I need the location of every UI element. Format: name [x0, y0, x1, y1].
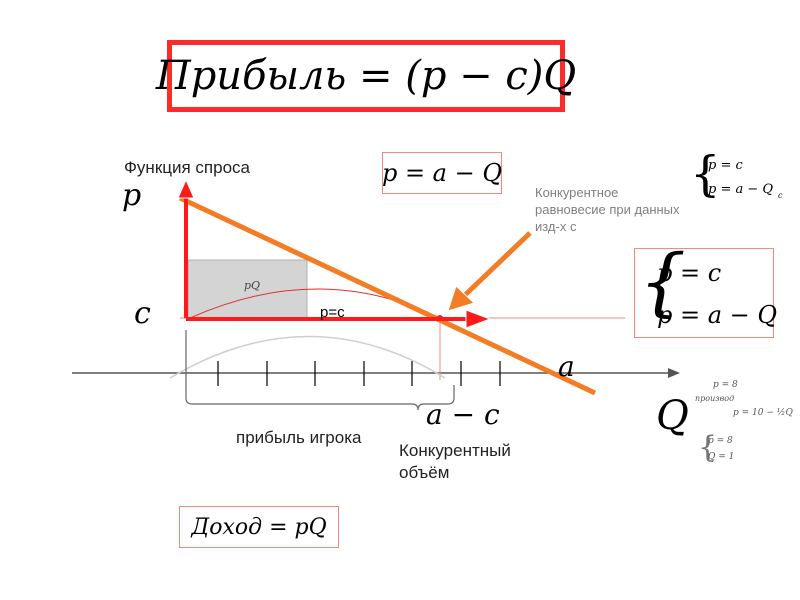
tiny-top-line2: p = 10 − ½Q: [733, 408, 793, 418]
demand-function-label: Функция спроса: [124, 158, 250, 177]
q-axis-arrowhead: [668, 368, 680, 378]
p-axis-arrowhead: [177, 178, 195, 199]
profit-bracket: [185, 330, 455, 411]
competitive-equilibrium-label: Конкурентное равновесие при данных изд-х…: [535, 185, 680, 234]
tiny-top-line1: p = 8: [713, 380, 738, 390]
tiny-bottom-line2: Q = 1: [708, 452, 735, 462]
profit-formula: Прибыль = (p − c)Q: [155, 53, 577, 99]
p-axis-label: p: [122, 178, 142, 213]
p-equals-c-label: p=c: [320, 304, 345, 321]
a-minus-c-label: a − c: [426, 398, 500, 431]
tiny-system-bottom: { p = 8 Q = 1: [698, 430, 758, 468]
q-axis-label: Q: [656, 393, 689, 439]
gray-arc: [169, 335, 446, 379]
tiny-system-top: p = 8 производ p = 10 − ½Q: [695, 380, 800, 430]
system-line2: p = a − Q: [657, 301, 778, 329]
equilibrium-pointer-shaft: [462, 231, 532, 298]
demand-line: [178, 195, 597, 396]
revenue-formula-box: Доход = pQ: [179, 506, 339, 548]
profit-formula-box: Прибыль = (p − c)Q: [156, 40, 576, 112]
tiny-top-prefix: производ: [695, 394, 735, 403]
revenue-formula: Доход = pQ: [191, 514, 327, 540]
c-level-label: c: [134, 296, 151, 331]
player-profit-label: прибыль игрока: [236, 428, 362, 447]
revenue-rectangle: [187, 259, 308, 319]
equilibrium-point: [437, 315, 443, 321]
small-system: { p = c p = a − Q c: [690, 146, 800, 208]
system-brace: {: [639, 239, 687, 325]
demand-equation-box: p = a − Q: [382, 152, 502, 194]
pq-rect-label: pQ: [244, 279, 261, 292]
p-equals-c-arrowhead: [465, 309, 492, 329]
equilibrium-system-box: { p = c p = a − Q: [634, 239, 778, 338]
small-system-brace: {: [690, 146, 721, 202]
system-line1: p = c: [657, 259, 722, 287]
axis-ticks: [217, 361, 501, 386]
a-label: a: [558, 350, 575, 383]
demand-equation: p = a − Q: [381, 159, 503, 187]
tiny-brace: {: [698, 430, 718, 465]
equilibrium-pointer-head: [447, 285, 475, 312]
small-system-subscript: c: [778, 191, 783, 200]
tiny-bottom-line1: p = 8: [708, 436, 733, 446]
small-system-line2: p = a − Q: [708, 182, 774, 197]
competitive-volume-label: Конкурентный объём: [399, 441, 511, 482]
small-system-line1: p = c: [708, 158, 743, 173]
